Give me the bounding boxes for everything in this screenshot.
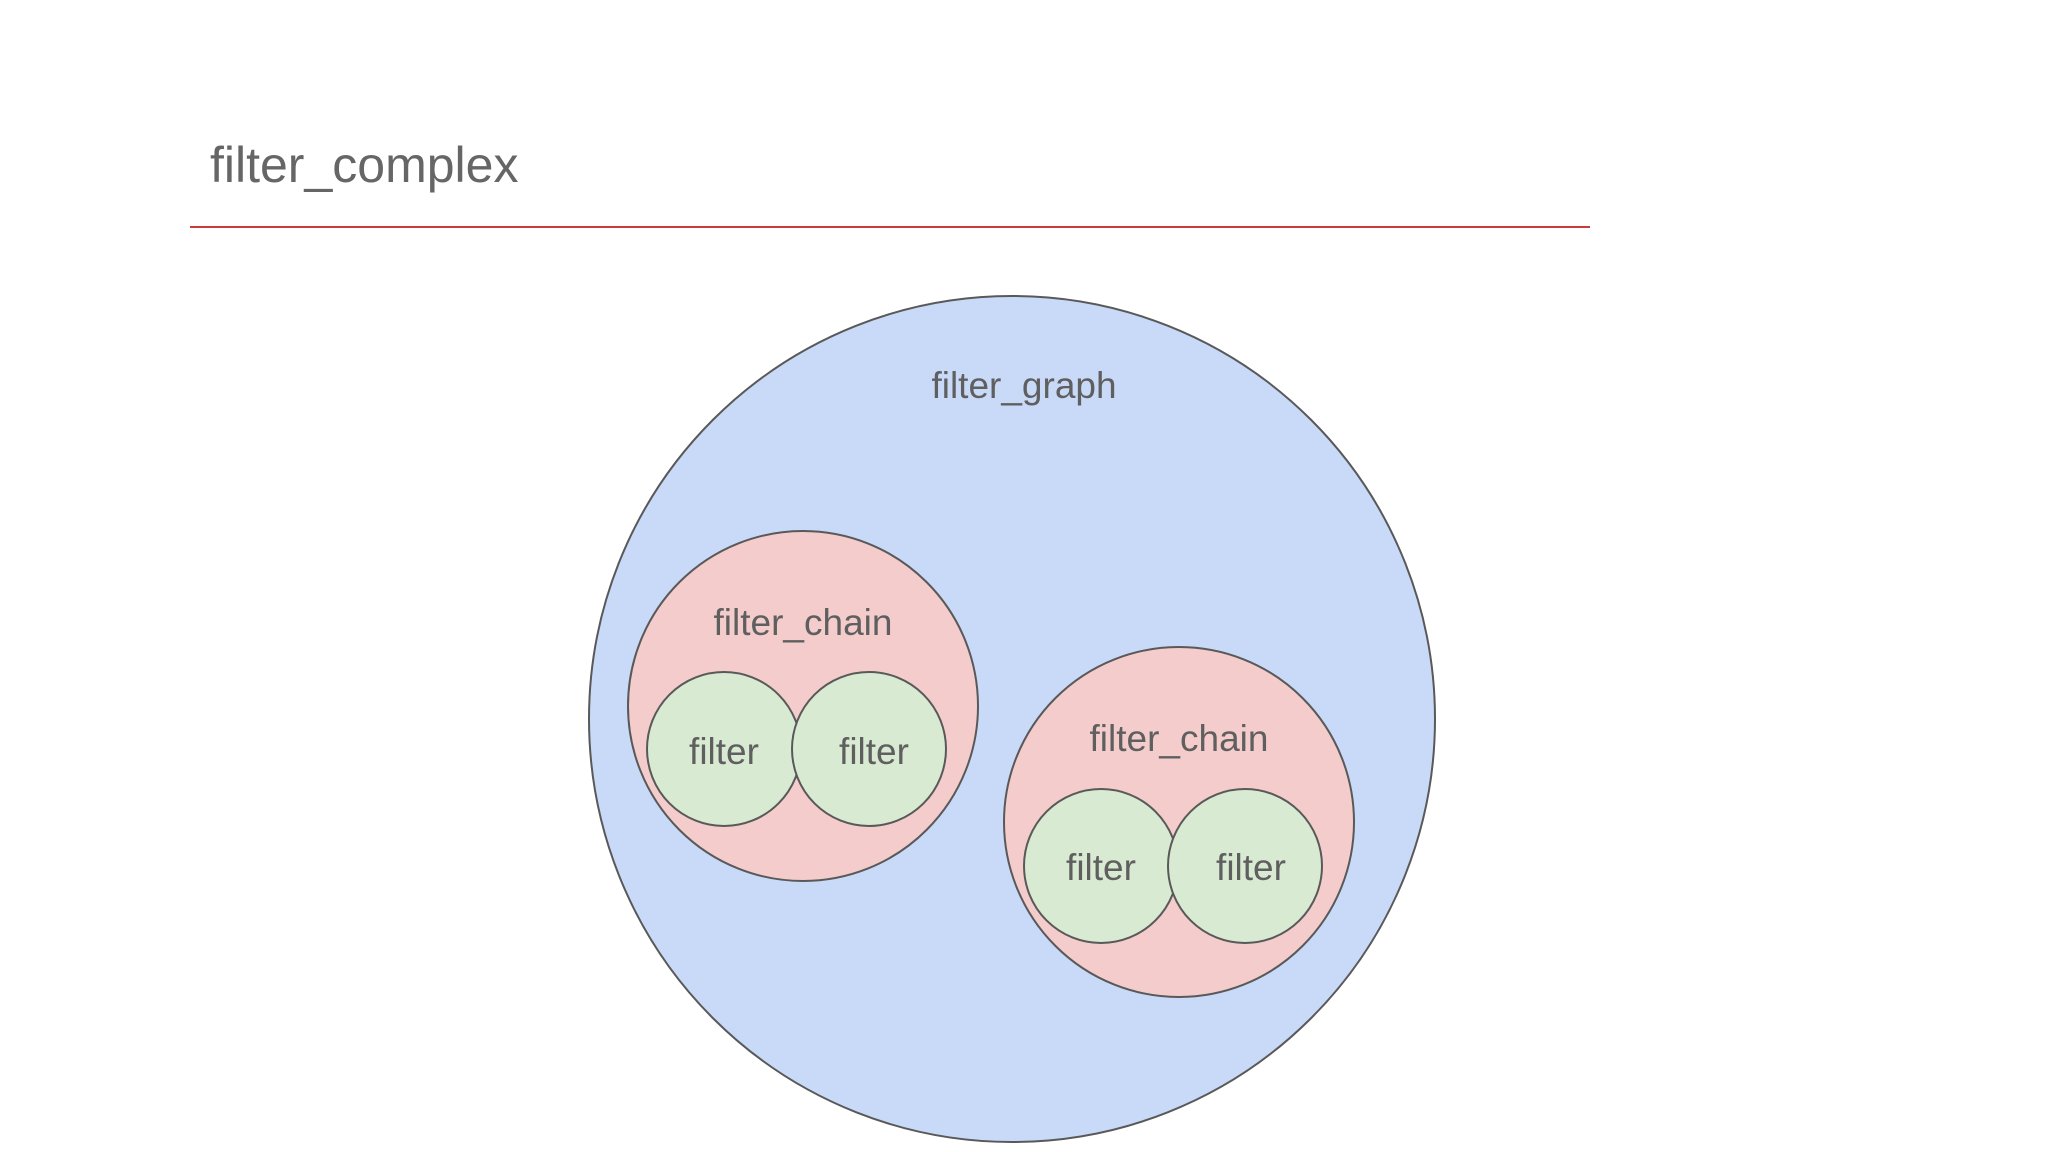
filter-2b-label: filter [1216,847,1286,888]
filter-2b: filter [1167,788,1323,944]
slide-title: filter_complex [210,137,519,193]
filter-1b: filter [791,671,947,827]
filter-1a: filter [646,671,802,827]
filter-graph-label: filter_graph [931,365,1116,406]
filter-2a-label: filter [1066,847,1136,888]
filter-chain-2: filter_chain filter filter [1003,646,1355,998]
filter-2a: filter [1023,788,1179,944]
filter-1b-circle [791,671,947,827]
filter-1a-label: filter [689,731,759,772]
title-divider [190,226,1590,228]
filter-1b-label: filter [839,731,909,772]
filter-chain-2-label: filter_chain [1090,718,1269,759]
filter-chain-1-label: filter_chain [714,602,893,643]
filter-chain-1: filter_chain filter filter [627,530,979,882]
filter-2b-circle [1167,788,1323,944]
